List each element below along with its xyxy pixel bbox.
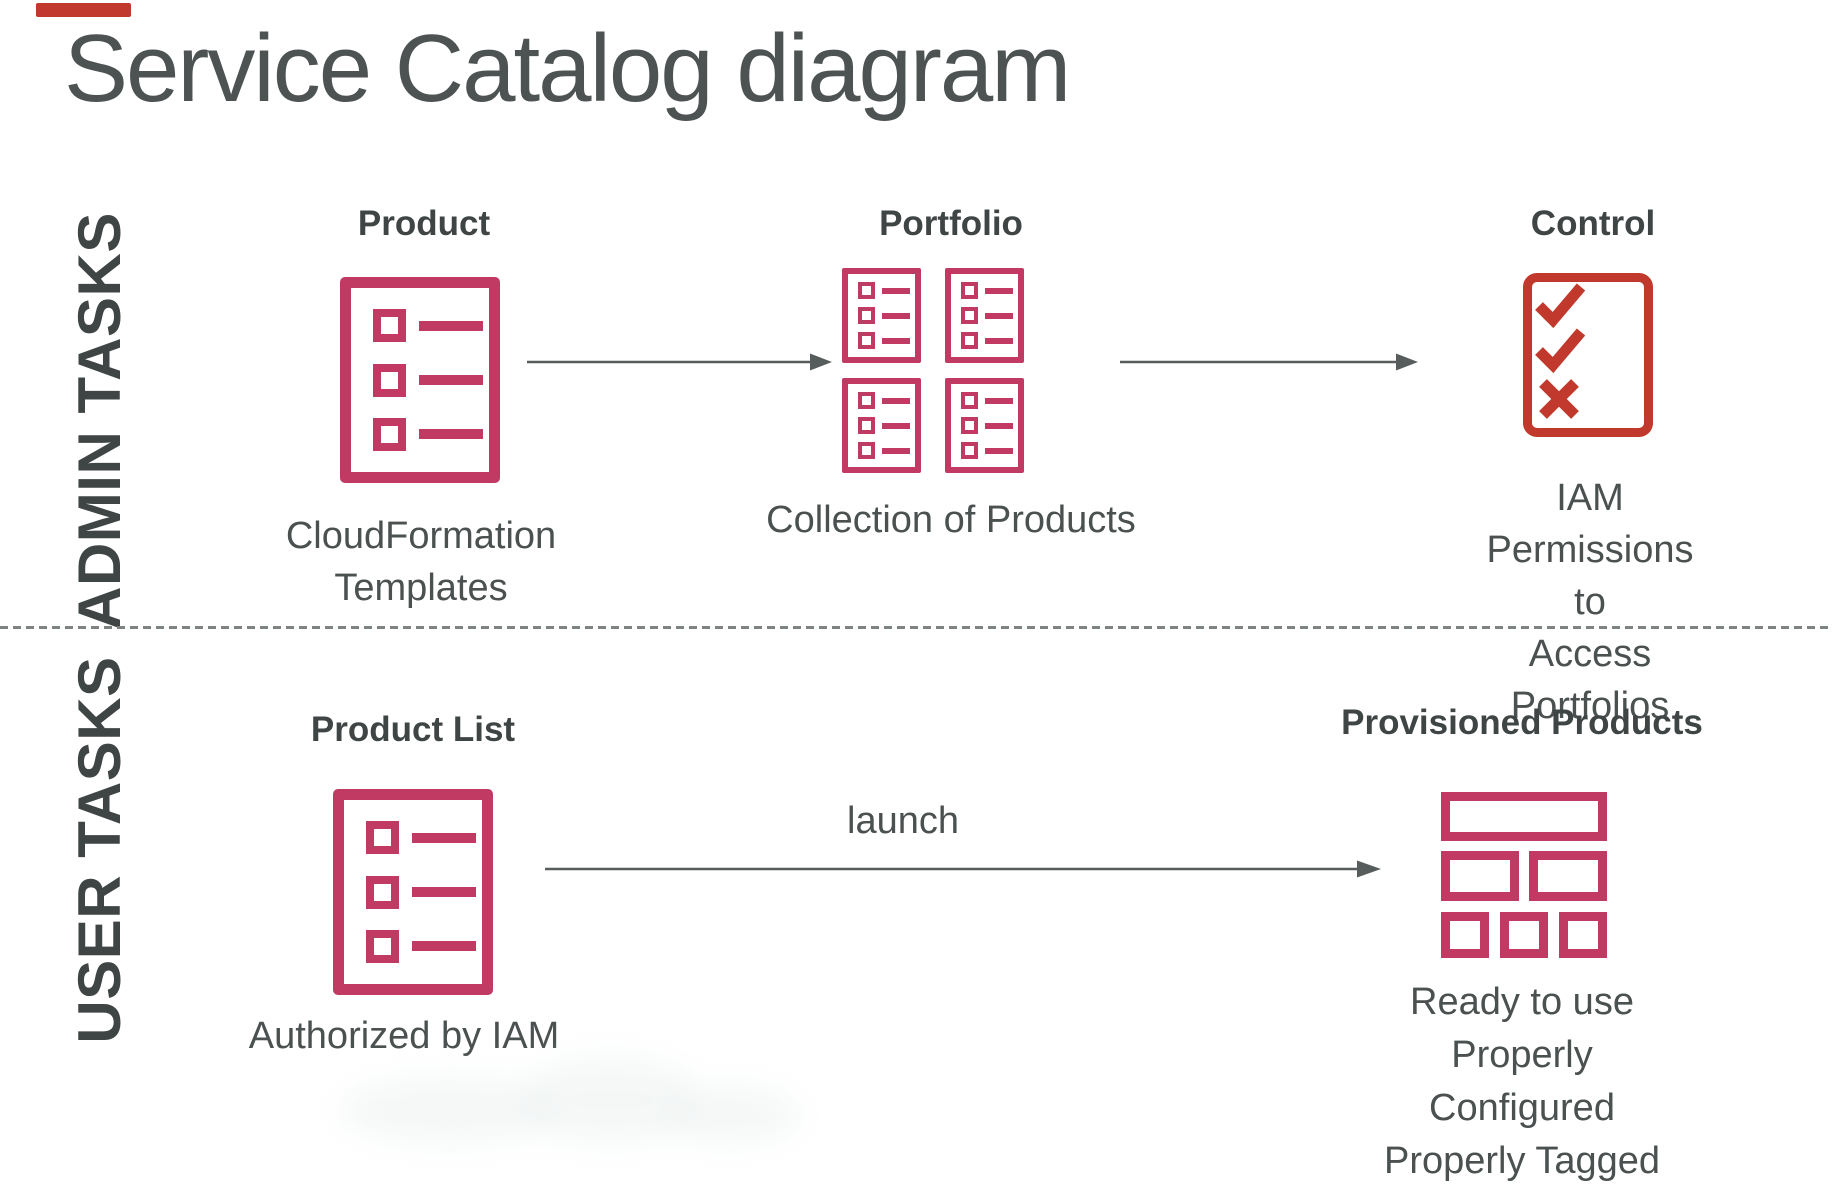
- list-bullet-square: [858, 392, 875, 409]
- list-bullet-square: [373, 417, 406, 451]
- portfolio-product-icon: [842, 268, 921, 363]
- brick: [1529, 851, 1607, 901]
- list-line: [412, 832, 476, 843]
- list-row: [858, 332, 915, 349]
- portfolio-heading: Portfolio: [879, 204, 1023, 243]
- product-heading: Product: [357, 204, 491, 243]
- brick-row: [1441, 851, 1607, 901]
- list-bullet-square: [961, 417, 978, 434]
- list-bullet-square: [366, 821, 399, 855]
- arrow-launch: [545, 860, 1381, 878]
- product-list-icon: [333, 789, 493, 995]
- portfolio-product-icon: [945, 268, 1024, 363]
- list-bullet-square: [858, 417, 875, 434]
- admin-tasks-row-label: ADMIN TASKS: [66, 212, 133, 630]
- portfolio-product-icon: [945, 378, 1024, 473]
- list-row: [373, 417, 489, 451]
- portfolio-product-icon: [842, 378, 921, 473]
- row-divider-dashed-line: [0, 626, 1832, 629]
- list-row: [961, 307, 1018, 324]
- list-line: [882, 312, 910, 319]
- list-bullet-square: [858, 332, 875, 349]
- list-line: [412, 887, 476, 897]
- list-row: [858, 307, 915, 324]
- brick: [1559, 912, 1607, 958]
- list-row: [858, 442, 915, 459]
- list-line: [985, 447, 1013, 454]
- product-list-icon: [340, 277, 500, 483]
- list-row: [373, 309, 489, 343]
- slide-accent-bar: [36, 3, 131, 17]
- arrow-portfolio-to-control: [1120, 353, 1418, 371]
- brick: [1441, 912, 1489, 958]
- list-line: [882, 337, 910, 344]
- list-line: [882, 287, 910, 294]
- user-tasks-row-label: USER TASKS: [66, 656, 133, 1044]
- brick: [1500, 912, 1548, 958]
- brick-row: [1441, 912, 1607, 958]
- list-line: [985, 397, 1013, 404]
- list-row: [961, 442, 1018, 459]
- launch-arrow-label: launch: [847, 800, 959, 842]
- list-row: [858, 392, 915, 409]
- checklist-glyphs: [1535, 283, 1586, 419]
- list-line: [882, 397, 910, 404]
- list-row: [366, 821, 482, 855]
- control-heading: Control: [1530, 204, 1656, 243]
- list-row: [366, 875, 482, 909]
- provisioned-bricks-icon: [1441, 792, 1607, 958]
- list-bullet-square: [366, 929, 399, 963]
- brick: [1441, 792, 1607, 841]
- list-row: [961, 282, 1018, 299]
- list-row: [858, 282, 915, 299]
- provisioned-caption: Ready to use Properly Configured Properl…: [1383, 981, 1661, 1182]
- provisioned-products-heading: Provisioned Products: [1341, 703, 1703, 742]
- service-catalog-diagram: Service Catalog diagram ADMIN TASKS USER…: [0, 3, 1832, 1182]
- list-bullet-square: [858, 282, 875, 299]
- portfolio-caption: Collection of Products: [766, 499, 1136, 541]
- checklist-icon: [1523, 273, 1653, 437]
- arrowhead-icon: [810, 353, 832, 371]
- list-line: [882, 447, 910, 454]
- list-bullet-square: [961, 392, 978, 409]
- list-line: [419, 375, 483, 385]
- list-row: [961, 392, 1018, 409]
- page-title: Service Catalog diagram: [64, 15, 1071, 122]
- list-line: [412, 941, 476, 952]
- list-row: [858, 417, 915, 434]
- product-list-heading: Product List: [310, 710, 516, 749]
- list-row: [961, 417, 1018, 434]
- list-line: [985, 312, 1013, 319]
- arrowhead-icon: [1396, 353, 1418, 371]
- product-list-caption: Authorized by IAM: [248, 1015, 560, 1057]
- checkmark-icon: [1535, 328, 1586, 374]
- brick: [1441, 851, 1519, 901]
- list-line: [985, 337, 1013, 344]
- product-caption: CloudFormation Templates: [285, 515, 557, 609]
- checkmark-icon: [1535, 283, 1586, 329]
- list-bullet-square: [961, 332, 978, 349]
- list-bullet-square: [858, 442, 875, 459]
- arrow-product-to-portfolio: [527, 353, 832, 371]
- portfolio-grid-icon: [842, 268, 1024, 473]
- list-bullet-square: [961, 307, 978, 324]
- x-mark-icon: [1539, 379, 1579, 419]
- list-bullet-square: [366, 875, 399, 909]
- control-caption: IAM Permissions to Access Portfolios: [1486, 477, 1694, 727]
- arrowhead-icon: [1357, 860, 1381, 878]
- list-line: [985, 422, 1013, 429]
- list-line: [882, 422, 910, 429]
- list-line: [985, 287, 1013, 294]
- list-row: [961, 332, 1018, 349]
- list-row: [366, 929, 482, 963]
- list-row: [373, 363, 489, 397]
- list-line: [419, 429, 483, 440]
- list-bullet-square: [961, 282, 978, 299]
- list-line: [419, 320, 483, 331]
- list-bullet-square: [373, 363, 406, 397]
- list-bullet-square: [373, 309, 406, 343]
- faint-smudge: [660, 1085, 800, 1145]
- list-bullet-square: [961, 442, 978, 459]
- list-bullet-square: [858, 307, 875, 324]
